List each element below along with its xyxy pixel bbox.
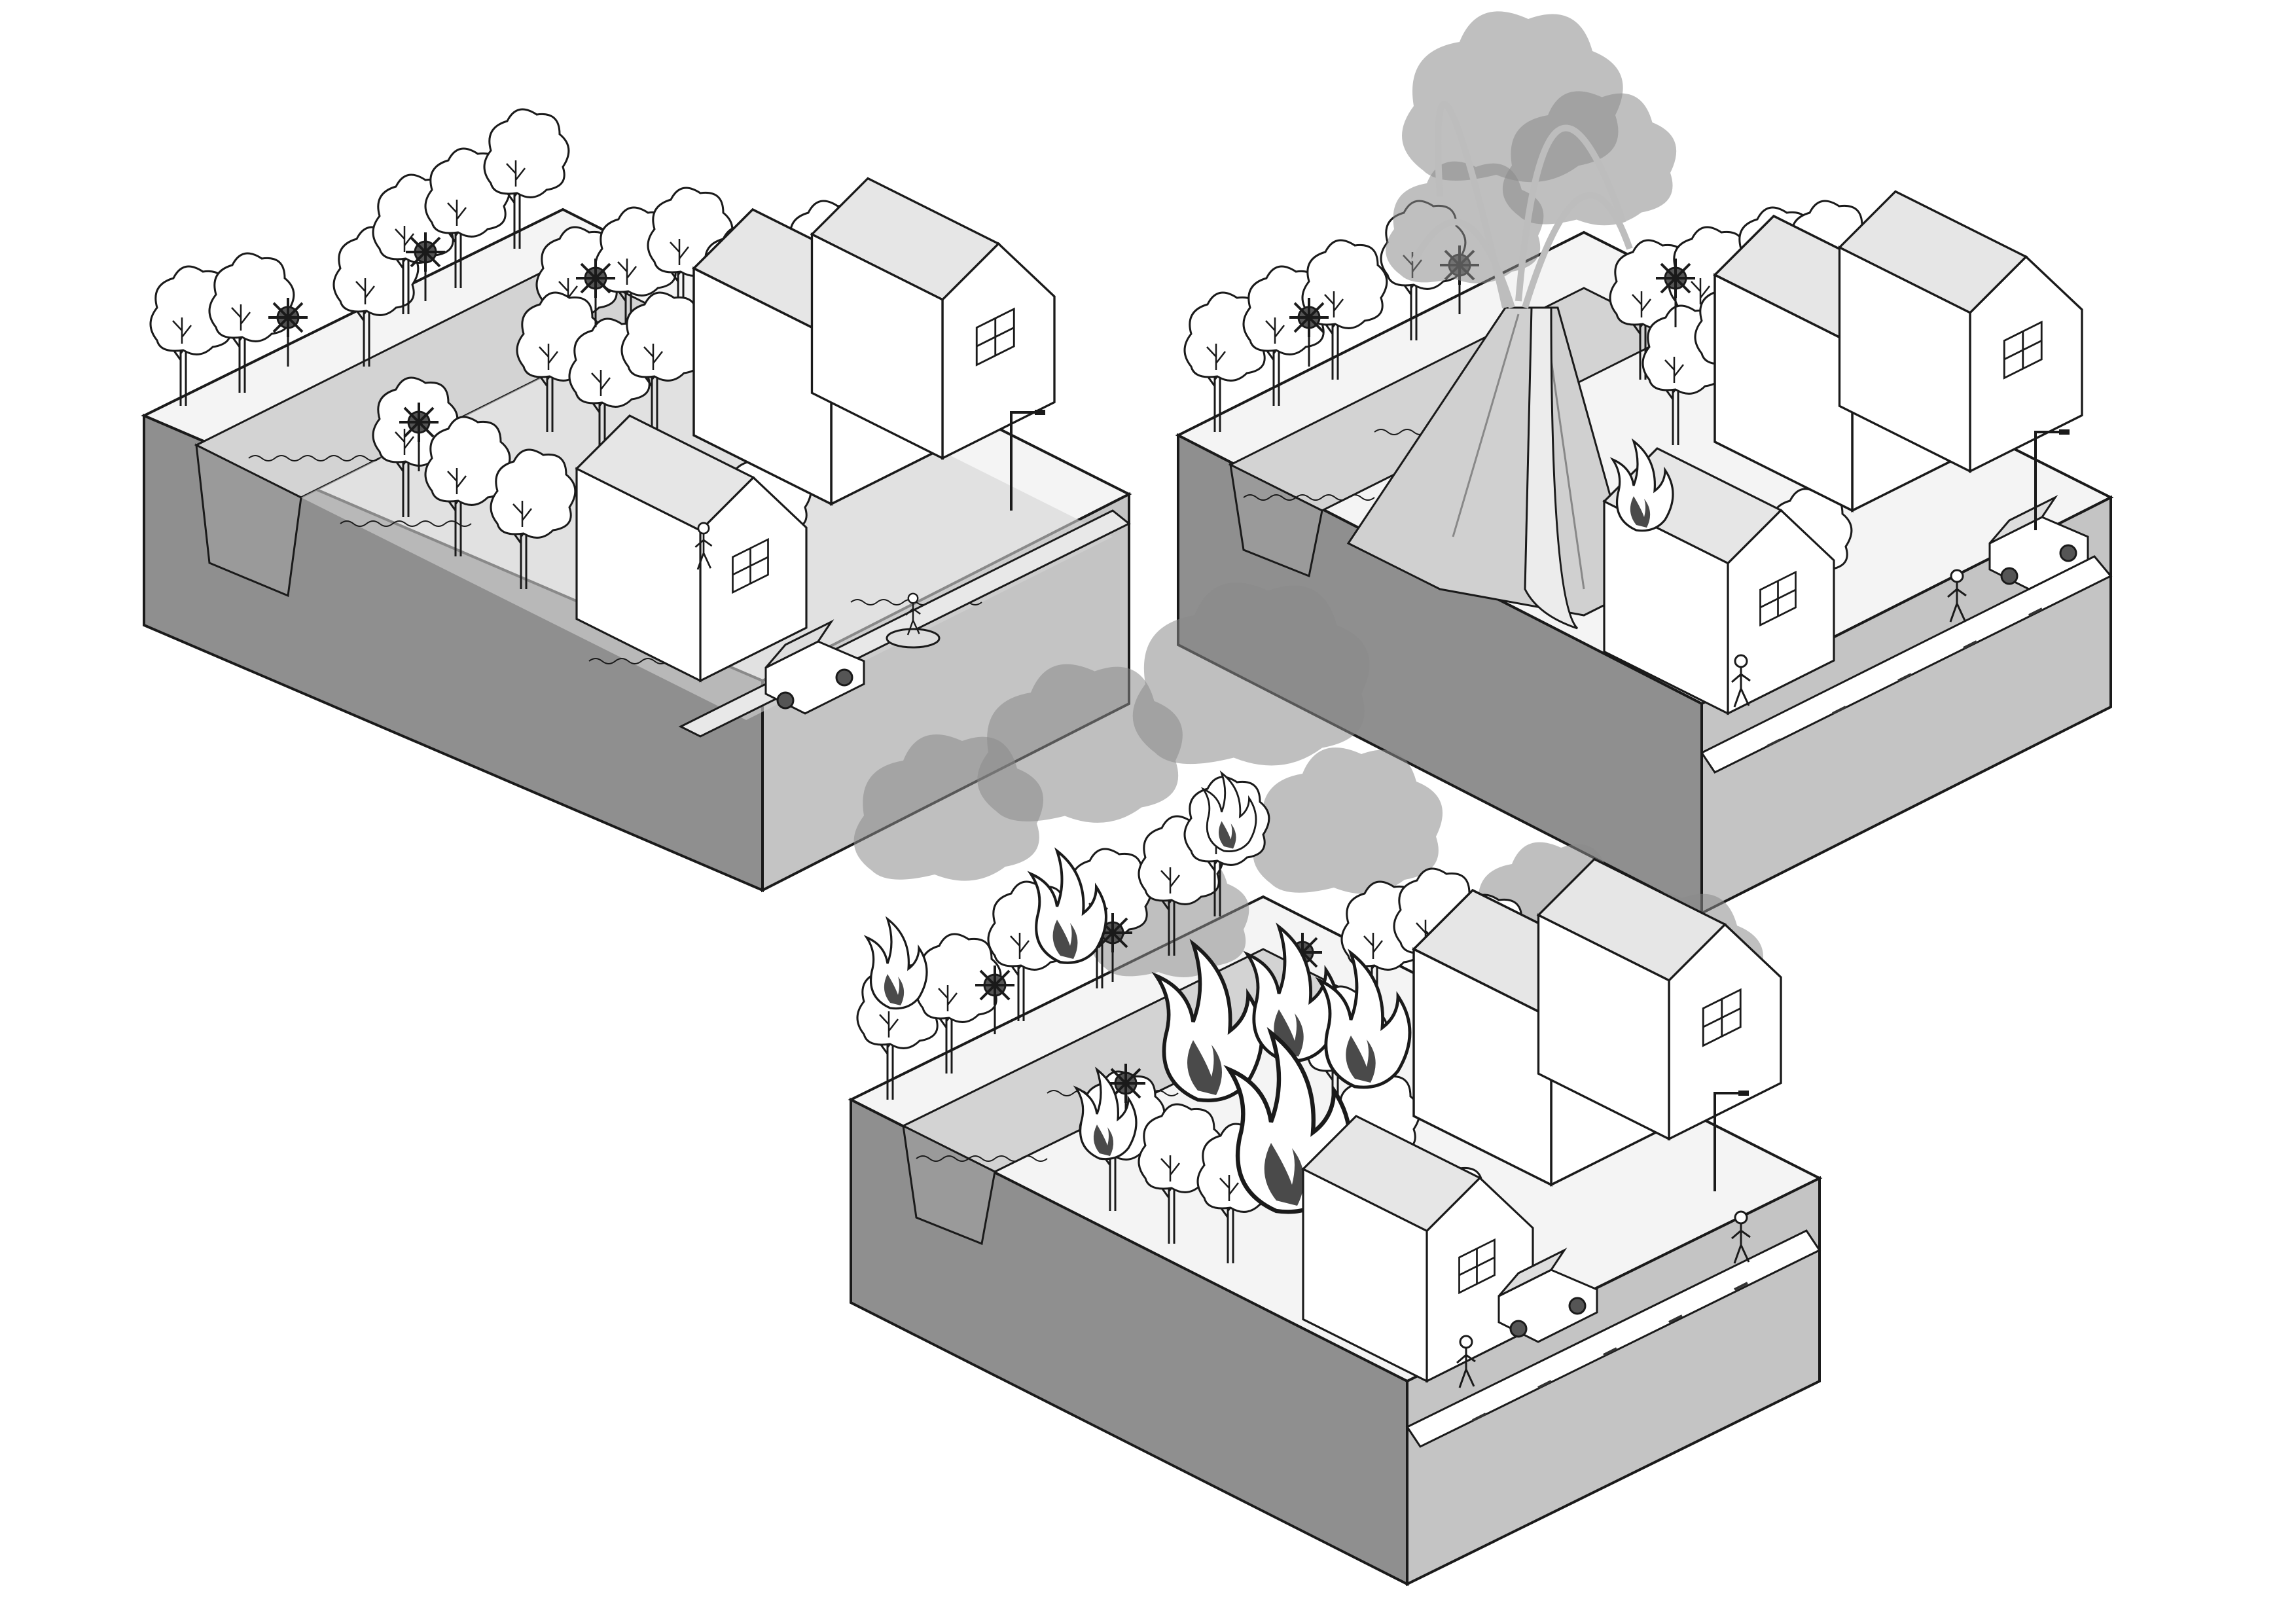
volcano-lava-fountain: [1410, 101, 1633, 309]
volcano-lava-icon: [1524, 306, 1579, 630]
volcano-road-markings: [1767, 607, 2043, 748]
flood-river-section: [195, 443, 302, 598]
scene-volcano: [1175, 11, 2114, 916]
volcano-river-section: [1229, 463, 1323, 578]
scene-flood: [141, 108, 1132, 893]
scene-wildfire: [848, 583, 1823, 1587]
volcano-road: [1700, 555, 2113, 774]
wildfire-road-markings: [1472, 1282, 1748, 1422]
wildfire-road: [1405, 1229, 1821, 1448]
flood-boat-icon: [886, 628, 941, 649]
wildfire-river-section: [902, 1124, 996, 1246]
